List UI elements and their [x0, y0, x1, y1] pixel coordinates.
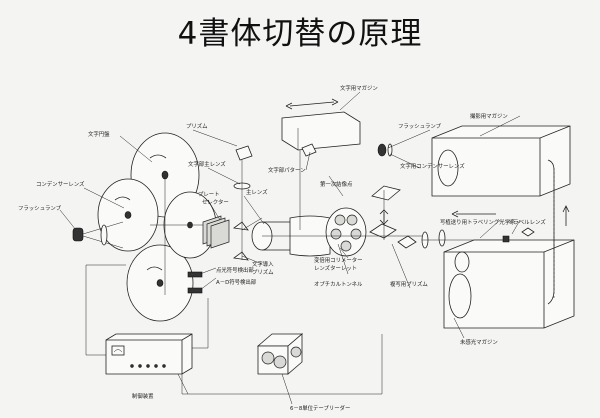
diagram-title: 4書体切替の原理 — [177, 16, 423, 52]
prism-icon — [232, 221, 249, 231]
label-satsuei: 撮影用マガジン — [470, 112, 508, 120]
label-kahen-1: 変倍用コリメーター — [314, 256, 363, 264]
prism-icon — [502, 235, 510, 243]
detector-icon — [187, 287, 203, 294]
prism-icon — [232, 251, 249, 261]
label-optical-tunnel: オプチカルトンネル — [314, 281, 363, 288]
prism-icon — [301, 143, 317, 157]
label-flash-left: フラッシュランプ — [18, 205, 62, 212]
lens-icon — [387, 143, 393, 157]
leader-lines — [59, 91, 521, 405]
labels: 文字円盤 コンデンサーレンズ フラッシュランプ プリズム 文字部主レンズ プレー… — [18, 84, 546, 412]
label-prism: プリズム — [252, 268, 274, 276]
prism-icon — [371, 185, 401, 201]
label-tenko: 点光符号検出部 — [216, 266, 254, 274]
label-moji-condenser: 文字用コンデンサーレンズ — [400, 162, 465, 170]
lens-icon — [438, 229, 446, 247]
label-fukusha: 複写用プリズム — [390, 280, 428, 288]
detector-icon — [187, 271, 203, 278]
lens-icon — [100, 224, 108, 246]
control-box-icon — [105, 333, 193, 375]
prism-icon — [521, 227, 535, 237]
label-seigyo: 制御装置 — [132, 392, 154, 400]
prism-icon — [235, 145, 253, 161]
label-kahen-2: レンズターレット — [314, 264, 357, 272]
prism-icon — [397, 235, 417, 249]
plate-selector — [202, 215, 230, 249]
character-discs — [97, 132, 217, 322]
label-moji-pattern: 文字部パターン — [268, 166, 305, 174]
lamp-icon — [377, 143, 387, 157]
label-travel-lens: トラベルレンズ — [508, 218, 546, 226]
magazine-icon — [281, 98, 361, 151]
label-magazine-top: 文字用マガジン — [340, 84, 378, 92]
label-tape-reader: 6－8単位テープリーダー — [290, 404, 350, 412]
label-flash-right: フラッシュランプ — [398, 123, 442, 130]
label-selector: セレクター — [202, 198, 229, 206]
label-ab: A－D符号検出部 — [216, 278, 257, 286]
label-moji-donyu: 文字導入 — [252, 260, 274, 268]
tape-reader-icon — [256, 333, 304, 375]
magazine-icon — [431, 125, 571, 197]
label-prism-top: プリズム — [186, 122, 208, 130]
magazine-icon — [443, 239, 575, 329]
label-mojibu-lens: 文字部主レンズ — [188, 160, 226, 168]
label-main-lens: 主レンズ — [246, 188, 268, 196]
label-condenser: コンデンサーレンズ — [36, 180, 85, 188]
label-dai1: 第一次結像点 — [320, 180, 353, 188]
label-travel-prism: 写植送り用トラベリング光学系 — [440, 218, 516, 226]
label-plate: プレート — [198, 191, 220, 198]
lamp-icon — [72, 221, 124, 249]
label-moji-enban: 文字円盤 — [88, 130, 110, 138]
label-fushi: 未感光マガジン — [460, 338, 498, 346]
lens-turret — [325, 207, 367, 257]
